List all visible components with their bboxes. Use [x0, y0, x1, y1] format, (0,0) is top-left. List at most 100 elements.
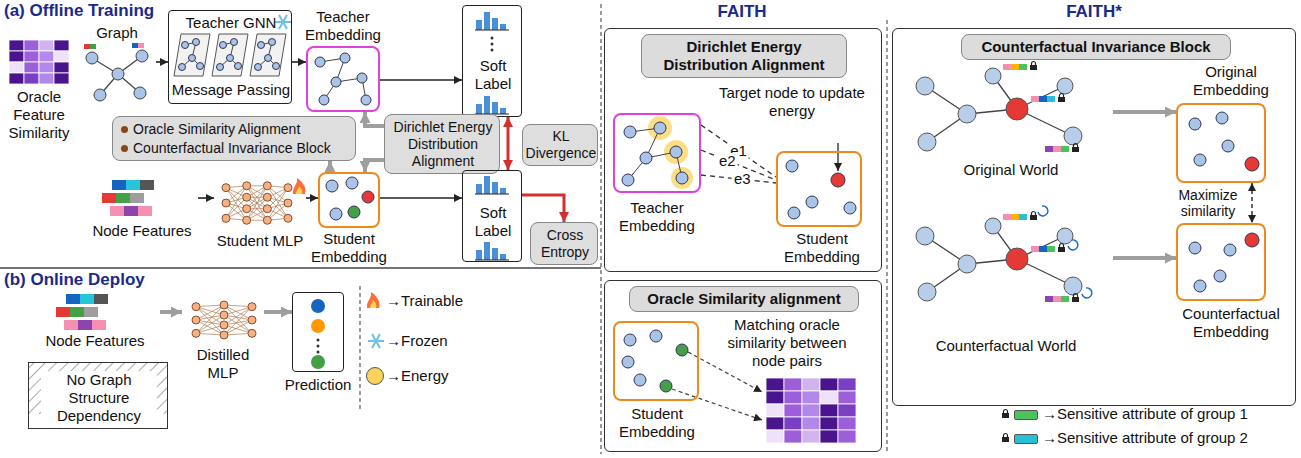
mlp-unit	[243, 193, 251, 201]
matrix-cell	[820, 404, 838, 417]
matrix-cell	[39, 51, 54, 62]
mlp-unit	[222, 214, 230, 222]
worlds	[916, 62, 1092, 303]
node-text: Message Passing	[169, 81, 293, 99]
matrix-cell	[766, 417, 784, 430]
connector	[264, 310, 292, 314]
world-figure: Original World	[901, 63, 1113, 183]
mlp-unit	[248, 329, 256, 337]
matrix-cell	[838, 417, 856, 430]
matrix-cell	[820, 378, 838, 391]
node-text: Prediction	[280, 376, 356, 394]
matrix-cell	[9, 62, 24, 73]
node-text: KL Divergence	[525, 128, 597, 162]
mlp-unit	[284, 214, 292, 222]
dividers	[360, 4, 887, 454]
shape-outline	[613, 321, 699, 401]
mlp-unit	[243, 216, 251, 224]
embedding-box: Counterfactual Embedding	[1169, 221, 1293, 349]
separator	[0, 267, 601, 269]
teacher-gnn-box: Teacher GNN Message Passing	[168, 10, 292, 104]
mlp-unit	[220, 311, 228, 319]
connector	[701, 125, 776, 177]
matrix-cell	[802, 404, 820, 417]
embedding-box: Teacher Embedding	[607, 111, 707, 246]
node-text: Soft Label	[463, 57, 523, 93]
student-points	[326, 177, 374, 220]
mlp-figure: Student MLP	[214, 176, 306, 254]
connector	[1113, 256, 1176, 260]
matrix-cell	[54, 73, 69, 84]
method-panel: Oracle Similarity alignmentStudent Embed…	[604, 280, 882, 452]
legend-text: →Sensitive attribute of group 2	[1042, 429, 1248, 447]
node-text: Student Embedding	[309, 230, 389, 266]
alignment-box: Oracle Similarity AlignmentCounterfactua…	[112, 116, 356, 161]
mlp-unit	[220, 321, 228, 329]
node-text: Teacher Embedding	[607, 199, 707, 235]
node-text: Teacher GNN	[169, 14, 293, 32]
features-figure: Node Features	[30, 290, 160, 354]
mlp-link	[247, 186, 268, 221]
node-features	[56, 180, 154, 330]
mlp-unit	[192, 316, 200, 324]
node-text: Oracle Similarity Alignment	[117, 121, 355, 138]
soft-label-box: Soft Label	[462, 5, 522, 117]
matrix-cell	[838, 391, 856, 404]
mlp-unit	[284, 199, 292, 207]
mlp-unit	[243, 205, 251, 213]
mlp-link	[247, 186, 268, 221]
shape-outline	[1176, 223, 1266, 301]
matrix-cell	[24, 62, 39, 73]
legend-swatch	[1014, 410, 1038, 420]
matrix-cell	[39, 73, 54, 84]
connector	[306, 197, 318, 199]
mlp-unit	[263, 193, 271, 201]
connector	[1251, 183, 1253, 223]
teacher-graph	[315, 53, 371, 105]
similarity-matrix	[9, 40, 69, 84]
legend-swatch	[1014, 434, 1038, 444]
matrix-cell	[24, 51, 39, 62]
edge-label: e2	[717, 153, 738, 169]
node-text: Student Embedding	[769, 230, 875, 266]
node-text: Node Features	[30, 332, 160, 350]
features-figure: Node Features	[86, 176, 198, 246]
node-text: Original World	[941, 161, 1081, 179]
matrix-cell	[24, 73, 39, 84]
embedding-box: Student Embedding	[769, 149, 875, 267]
legend-fire	[367, 292, 380, 308]
mlp-icon	[192, 301, 256, 339]
matrix-cell	[9, 51, 24, 62]
node-text: Counterfactual Embedding	[1169, 305, 1293, 341]
matrix-cell	[784, 404, 802, 417]
legend-text: →Sensitive attribute of group 1	[1042, 405, 1248, 423]
matrix-figure: Oracle Feature Similarity	[4, 38, 74, 143]
mlp-unit	[192, 303, 200, 311]
matrix-cell	[766, 378, 784, 391]
node-text: Soft Label	[463, 204, 523, 240]
matrix-cell	[820, 417, 838, 430]
matrix-cell	[24, 40, 39, 51]
mlp-figure: Distilled MLP	[182, 296, 264, 388]
embedding-box: Original Embedding	[1169, 61, 1293, 185]
node-text: Teacher Embedding	[300, 8, 386, 44]
legend-snow	[368, 334, 384, 348]
edge-label: Maximize similarity	[1173, 187, 1243, 219]
matrix-cell	[802, 417, 820, 430]
matrix-cell	[9, 40, 24, 51]
shape-outline	[292, 292, 344, 372]
matrix-cell	[54, 62, 69, 73]
node-text: Oracle Feature Similarity	[4, 88, 74, 142]
graph-figure: Graph	[78, 22, 156, 104]
node-text: Counterfactual Invariance Block	[117, 140, 355, 157]
connector	[365, 160, 384, 172]
hatched-box: No Graph Structure Dependency	[28, 362, 168, 429]
connector	[365, 112, 384, 126]
node-text: Graph	[78, 24, 156, 42]
loss-box: Cross Entropy	[530, 222, 598, 265]
node-text: Oracle Similarity alignment	[629, 286, 859, 312]
connector	[522, 195, 564, 222]
legend-text: →Trainable	[386, 292, 463, 310]
soft-label-box: Soft Label	[462, 170, 522, 262]
mlp-unit	[220, 301, 228, 309]
